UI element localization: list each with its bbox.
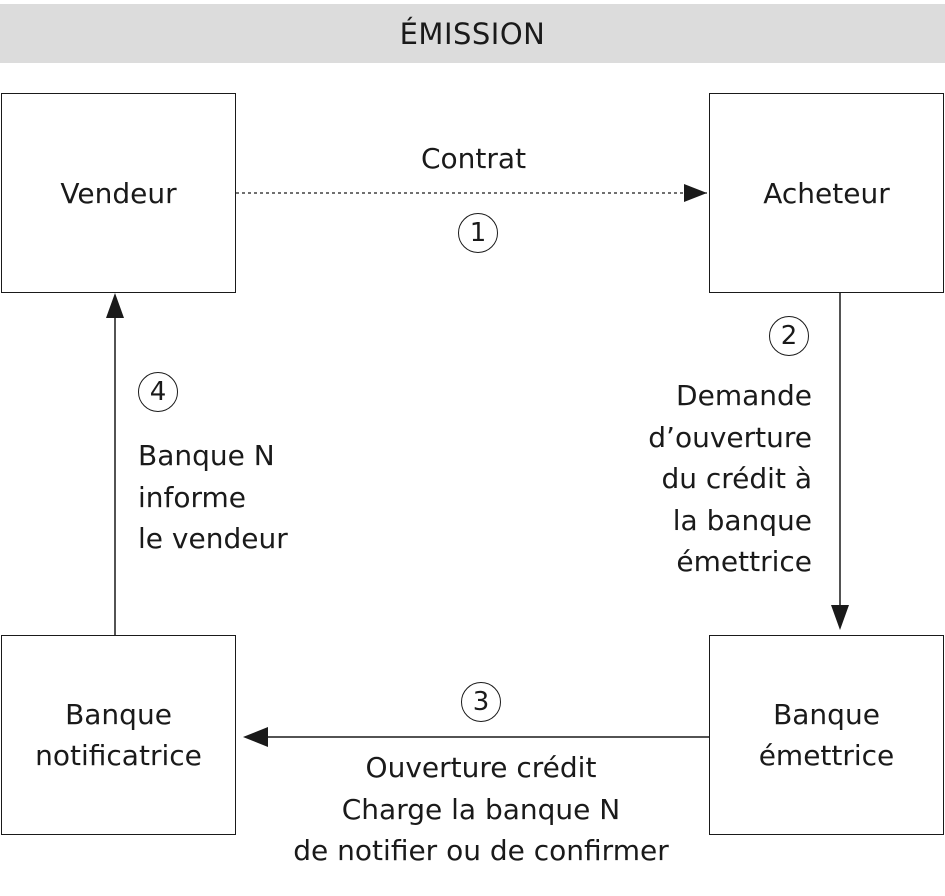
step-4-number: 4 — [138, 372, 178, 412]
step-3-label: Ouverture crédit Charge la banque N de n… — [293, 751, 669, 867]
step-3-number: 3 — [461, 682, 501, 722]
arrowhead-ouverture — [243, 727, 268, 747]
arrowhead-information — [106, 293, 124, 318]
step-4-label: Banque N informe le vendeur — [138, 439, 288, 555]
step-2-number: 2 — [769, 316, 809, 356]
node-banque-emettrice: Banque émettrice — [709, 635, 944, 835]
node-label: Banque — [773, 698, 880, 731]
step-1-label: Contrat — [421, 142, 527, 175]
node-label: émettrice — [758, 739, 895, 772]
node-label: Banque — [65, 698, 172, 731]
arrowhead-contrat — [684, 184, 707, 202]
step-1-number: 1 — [458, 213, 498, 253]
node-label: Acheteur — [763, 176, 890, 210]
step-2-label: Demande d’ouverture du crédit à la banqu… — [648, 379, 812, 578]
node-banque-notificatrice: Banque notificatrice — [1, 635, 236, 835]
node-label: notificatrice — [35, 739, 202, 772]
diagram-title: ÉMISSION — [0, 4, 945, 63]
node-label: Vendeur — [60, 176, 177, 210]
node-acheteur: Acheteur — [709, 93, 944, 293]
node-vendeur: Vendeur — [1, 93, 236, 293]
arrowhead-demande — [831, 605, 849, 630]
